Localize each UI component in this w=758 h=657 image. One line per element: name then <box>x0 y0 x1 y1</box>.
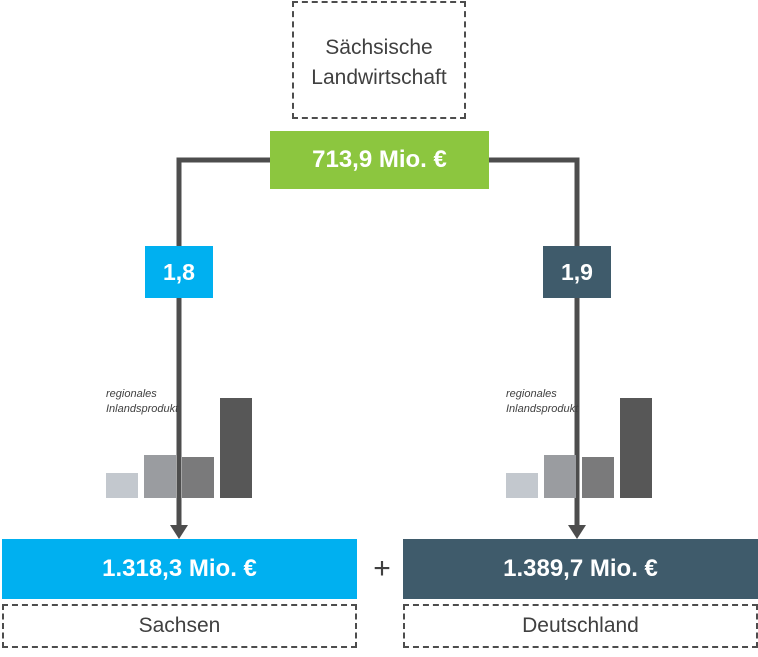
result-sachsen: 1.318,3 Mio. € <box>2 539 357 599</box>
multiplier-sachsen: 1,8 <box>145 246 213 298</box>
bar-chart-icon-deutschland <box>506 398 652 498</box>
bar-chart-icon-sachsen <box>106 398 252 498</box>
right-arrow-head <box>568 525 586 539</box>
plus-operator: + <box>373 552 391 585</box>
result-deutschland: 1.389,7 Mio. € <box>403 539 758 599</box>
left-connector-line <box>176 157 270 528</box>
region-label-sachsen: Sachsen <box>2 604 357 648</box>
total-value-box: 713,9 Mio. € <box>270 131 489 189</box>
region-label-deutschland: Deutschland <box>403 604 758 648</box>
icon-bar-2 <box>144 455 176 498</box>
multiplier-deutschland: 1,9 <box>543 246 611 298</box>
indicator-label-sachsen: regionales Inlandsprodukt <box>106 387 178 417</box>
indicator-label-deutschland: regionales Inlandsprodukt <box>506 387 578 417</box>
icon-bar-4 <box>620 398 652 498</box>
left-arrow-head <box>170 525 188 539</box>
indicator-label-line-2: Inlandsprodukt <box>506 403 579 415</box>
icon-bar-1 <box>106 473 138 498</box>
indicator-label-line-2: Inlandsprodukt <box>106 403 179 415</box>
sector-title-line-2: Landwirtschaft <box>311 66 447 89</box>
icon-bar-3 <box>182 457 214 498</box>
icon-bar-1 <box>506 473 538 498</box>
indicator-label-line-1: regionales <box>506 388 557 400</box>
icon-bar-4 <box>220 398 252 498</box>
icon-bar-2 <box>544 455 576 498</box>
sector-title-line-1: Sächsische <box>325 36 433 59</box>
indicator-label-line-1: regionales <box>106 388 157 400</box>
right-connector-line <box>489 157 580 528</box>
icon-bar-3 <box>582 457 614 498</box>
sector-title-box: Sächsische Landwirtschaft <box>292 1 466 119</box>
